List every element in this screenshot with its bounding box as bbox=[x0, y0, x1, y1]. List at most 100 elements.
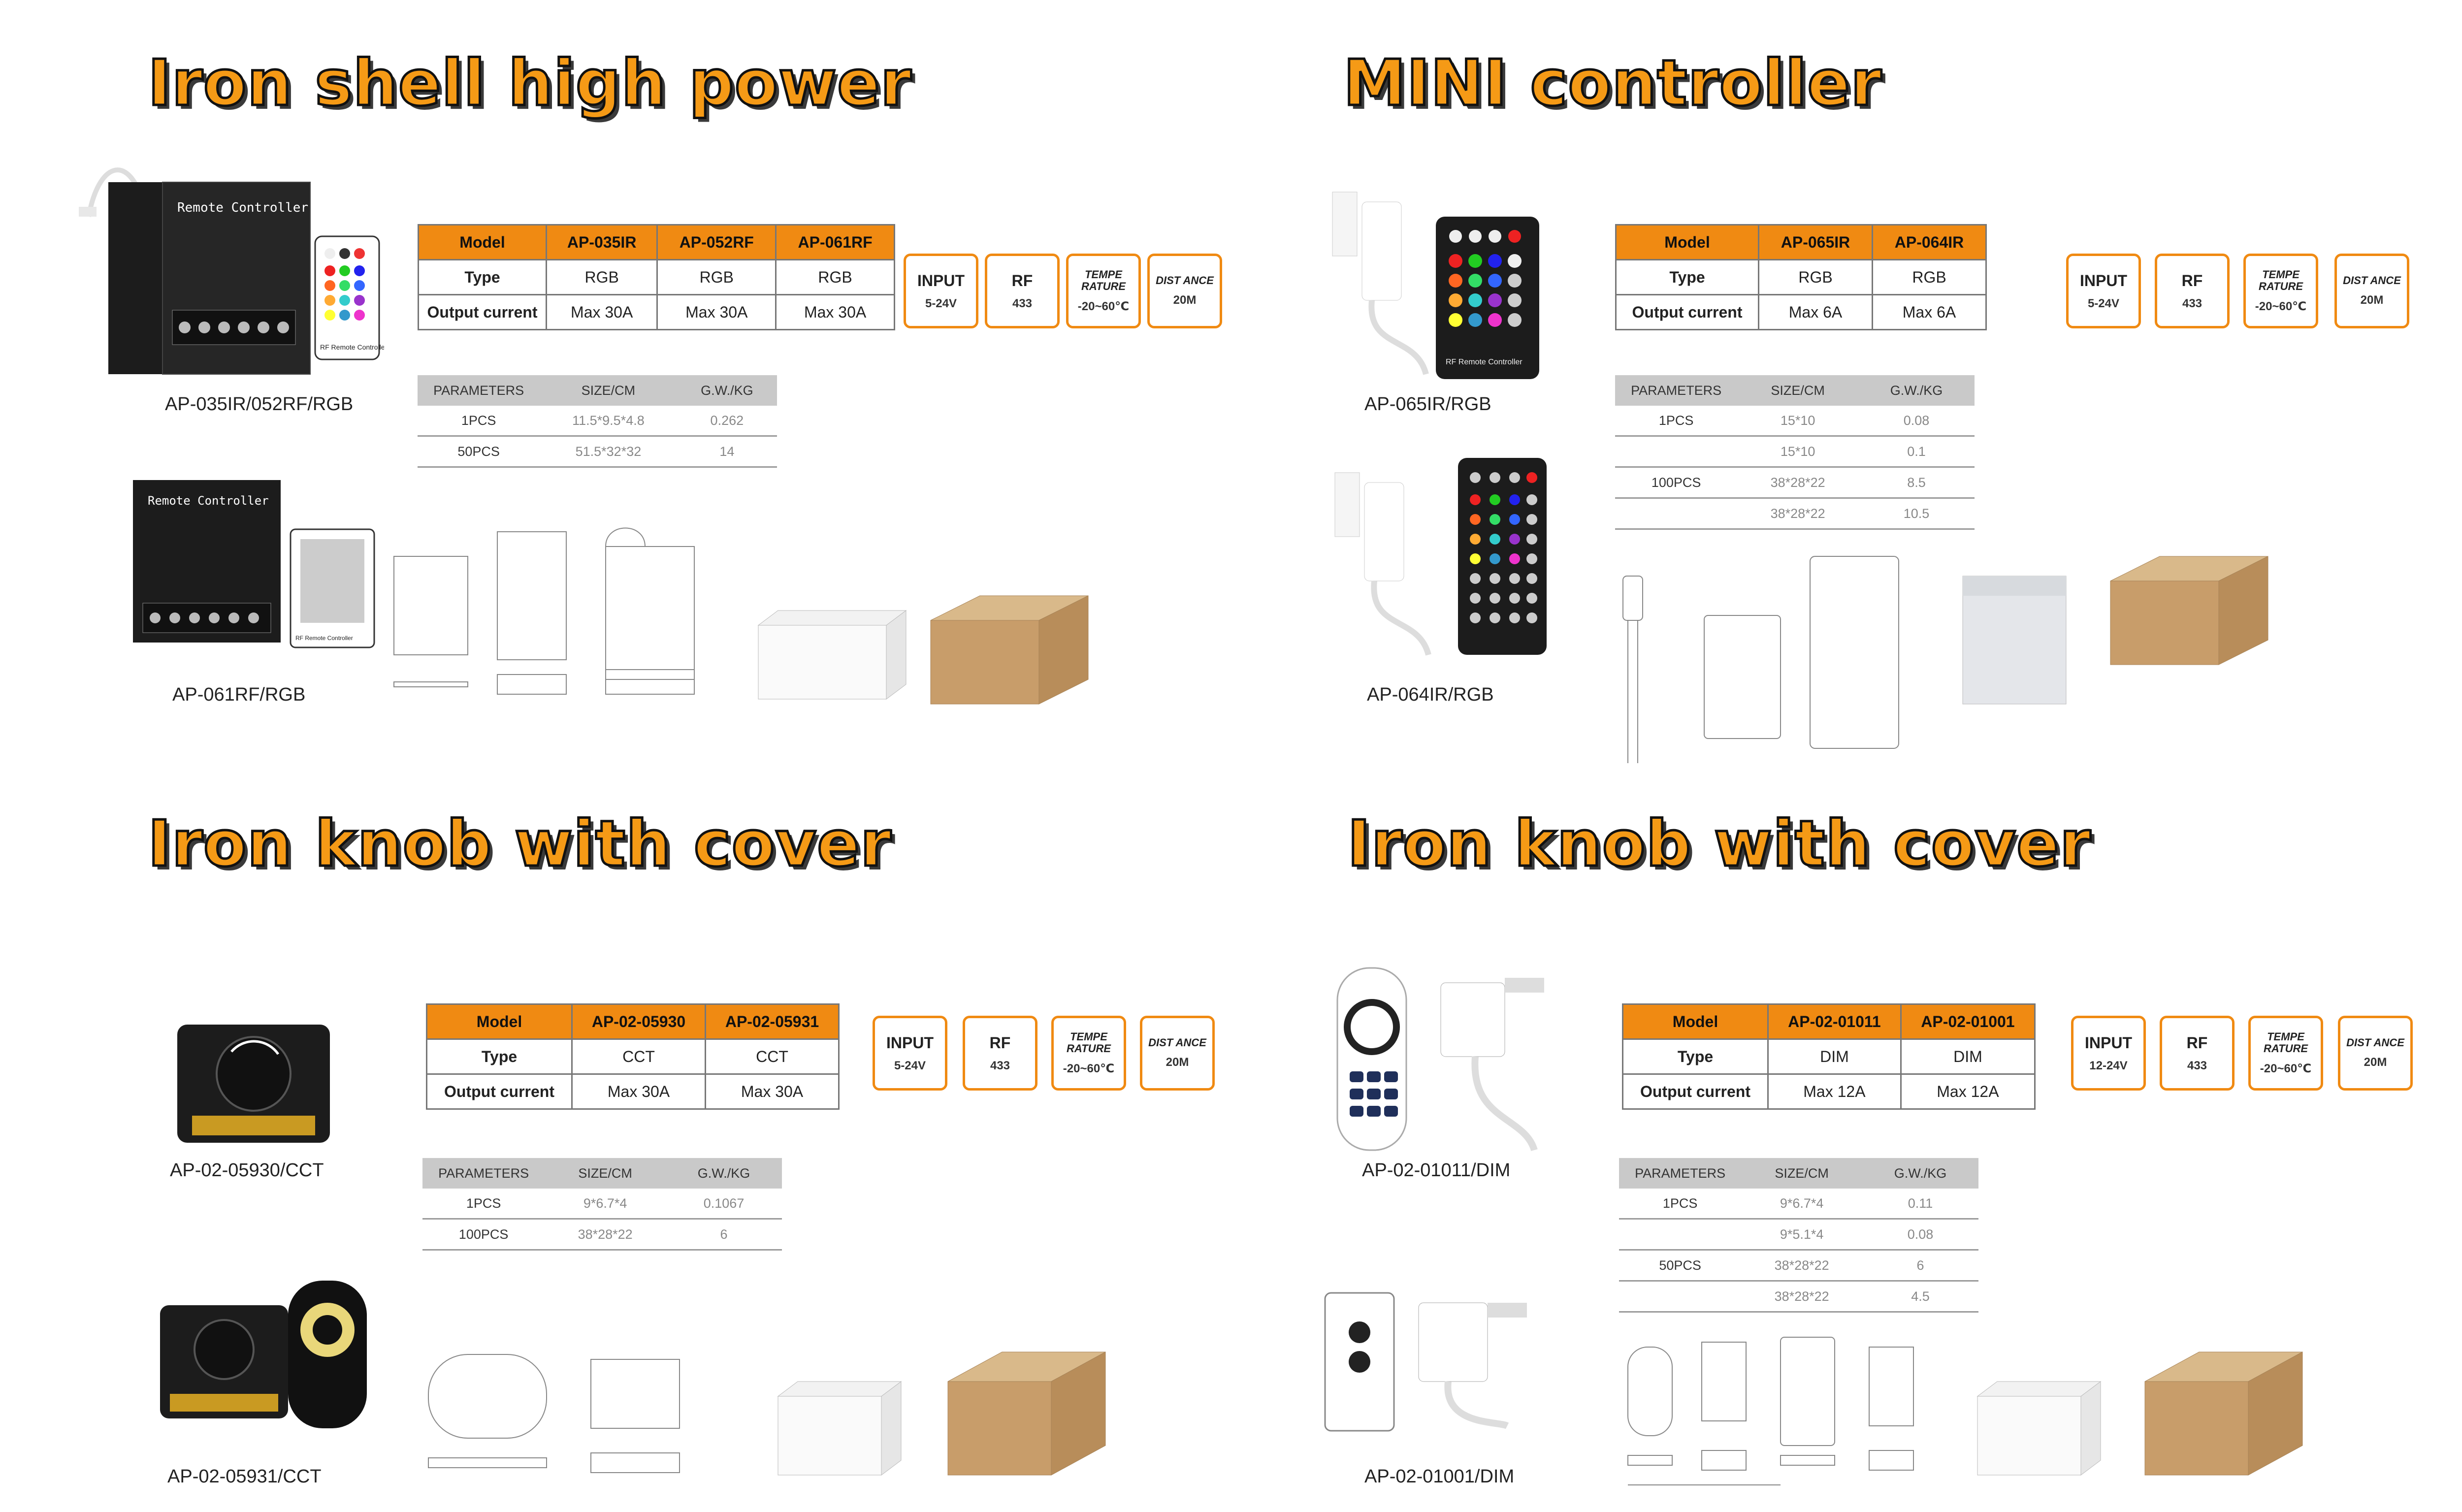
params-header-cell: SIZE/CM bbox=[1737, 375, 1859, 406]
spec-cell: RGB bbox=[775, 259, 895, 295]
params-header-cell: PARAMETERS bbox=[422, 1158, 545, 1189]
carton-box-image bbox=[947, 1351, 1106, 1476]
svg-text:RF Remote Controller: RF Remote Controller bbox=[1446, 358, 1523, 366]
params-cell: 51.5*32*32 bbox=[540, 436, 677, 468]
spec-cell: RGB bbox=[656, 259, 777, 295]
params-cell: 100PCS bbox=[1615, 467, 1738, 499]
section-title: Iron knob with cover bbox=[1346, 806, 2092, 882]
params-cell: 1PCS bbox=[1619, 1189, 1742, 1220]
params-cell: 50PCS bbox=[1619, 1250, 1742, 1282]
section-iron-knob-dim: Iron knob with cover AP-02-01011/DIM Mod… bbox=[1239, 756, 2462, 1512]
spec-cell: Max 6A bbox=[1872, 294, 1987, 330]
spec-row-label: Output current bbox=[426, 1073, 573, 1110]
params-cell: 0.1067 bbox=[666, 1189, 782, 1220]
params-header-cell: PARAMETERS bbox=[418, 375, 540, 406]
spec-row-label: Type bbox=[426, 1038, 573, 1075]
spec-header-cell: AP-065IR bbox=[1758, 224, 1873, 260]
params-cell bbox=[1615, 436, 1738, 468]
params-cell: 0.1 bbox=[1858, 436, 1975, 468]
params-cell: 9*5.1*4 bbox=[1741, 1219, 1863, 1251]
spec-cell: Max 30A bbox=[656, 294, 777, 330]
params-cell: 9*6.7*4 bbox=[545, 1189, 666, 1220]
spec-cell: DIM bbox=[1767, 1038, 1902, 1075]
svg-text:Remote Controller: Remote Controller bbox=[148, 494, 269, 508]
params-cell: 38*28*22 bbox=[545, 1219, 666, 1251]
params-cell: 38*28*22 bbox=[1741, 1281, 1863, 1313]
spec-table: Model AP-02-05930 AP-02-05931 Type CCT C… bbox=[426, 1003, 840, 1110]
carton-box-image bbox=[2110, 556, 2268, 665]
params-header-cell: G.W./KG bbox=[1858, 375, 1975, 406]
params-cell: 0.262 bbox=[677, 406, 777, 437]
spec-cell: RGB bbox=[1872, 259, 1987, 295]
spec-header-cell: AP-02-05931 bbox=[705, 1003, 840, 1040]
spec-header-cell: Model bbox=[1615, 224, 1759, 260]
spec-cell: Max 12A bbox=[1900, 1073, 2036, 1110]
params-cell: 0.08 bbox=[1862, 1219, 1978, 1251]
spec-table: Model AP-02-01011 AP-02-01001 Type DIM D… bbox=[1622, 1003, 2036, 1110]
product-name-1: AP-02-05930/CCT bbox=[170, 1160, 324, 1181]
mini-controller-photo-2 bbox=[1334, 458, 1547, 656]
params-cell bbox=[1619, 1219, 1742, 1251]
spec-row-label: Type bbox=[1622, 1038, 1769, 1075]
spec-table: Model AP-035IR AP-052RF AP-061RF Type RG… bbox=[418, 224, 895, 330]
spec-cell: CCT bbox=[705, 1038, 840, 1075]
section-title: Iron knob with cover bbox=[147, 806, 893, 882]
spec-row-label: Output current bbox=[1622, 1073, 1769, 1110]
params-header-cell: SIZE/CM bbox=[1741, 1158, 1863, 1189]
params-cell: 0.11 bbox=[1862, 1189, 1978, 1220]
params-cell: 8.5 bbox=[1858, 467, 1975, 499]
temperature-badge: TEMPE RATURE-20~60℃ bbox=[1051, 1016, 1126, 1091]
params-cell: 38*28*22 bbox=[1737, 498, 1859, 530]
dimension-drawings bbox=[393, 527, 695, 695]
params-header-cell: SIZE/CM bbox=[540, 375, 677, 406]
params-cell: 1PCS bbox=[418, 406, 540, 437]
product-name-1: AP-035IR/052RF/RGB bbox=[165, 394, 354, 415]
spec-row-label: Type bbox=[418, 259, 547, 295]
spec-cell: Max 12A bbox=[1767, 1073, 1902, 1110]
params-cell: 1PCS bbox=[422, 1189, 545, 1220]
params-cell: 100PCS bbox=[422, 1219, 545, 1251]
section-title: MINI controller bbox=[1342, 46, 1882, 122]
params-header-cell: PARAMETERS bbox=[1619, 1158, 1742, 1189]
params-cell: 50PCS bbox=[418, 436, 540, 468]
spec-header-cell: Model bbox=[418, 224, 547, 260]
params-cell bbox=[1619, 1281, 1742, 1313]
dim-controller-photo-2 bbox=[1324, 1292, 1527, 1432]
spec-cell: RGB bbox=[1758, 259, 1873, 295]
dimension-drawings bbox=[1627, 1337, 1914, 1485]
carton-box-image bbox=[2144, 1351, 2303, 1476]
params-cell: 15*10 bbox=[1737, 406, 1859, 437]
dimension-drawings bbox=[1622, 556, 1899, 763]
knob-controller-remote-photo bbox=[160, 1281, 367, 1428]
params-cell: 6 bbox=[1862, 1250, 1978, 1282]
spec-header-cell: AP-02-05930 bbox=[571, 1003, 706, 1040]
svg-text:RF Remote Controller: RF Remote Controller bbox=[320, 343, 384, 351]
product-name-2: AP-061RF/RGB bbox=[172, 684, 306, 705]
product-name-2: AP-02-01001/DIM bbox=[1364, 1466, 1515, 1487]
spec-cell: Max 30A bbox=[545, 294, 658, 330]
temperature-badge: TEMPE RATURE-20~60℃ bbox=[1066, 254, 1141, 328]
params-header-cell: PARAMETERS bbox=[1615, 375, 1738, 406]
params-cell: 4.5 bbox=[1862, 1281, 1978, 1313]
spec-cell: Max 30A bbox=[571, 1073, 706, 1110]
params-cell: 11.5*9.5*4.8 bbox=[540, 406, 677, 437]
gift-box-image bbox=[757, 610, 907, 700]
spec-cell: Max 6A bbox=[1758, 294, 1873, 330]
params-header-cell: G.W./KG bbox=[666, 1158, 782, 1189]
params-cell: 6 bbox=[666, 1219, 782, 1251]
params-cell: 9*6.7*4 bbox=[1741, 1189, 1863, 1220]
spec-cell: DIM bbox=[1900, 1038, 2036, 1075]
controller-photo: Remote Controller RF Remote Controller bbox=[79, 167, 384, 375]
spec-header-cell: Model bbox=[426, 1003, 573, 1040]
params-cell: 1PCS bbox=[1615, 406, 1738, 437]
params-cell: 14 bbox=[677, 436, 777, 468]
section-iron-shell: Iron shell high power Remote Controller … bbox=[0, 0, 1239, 756]
